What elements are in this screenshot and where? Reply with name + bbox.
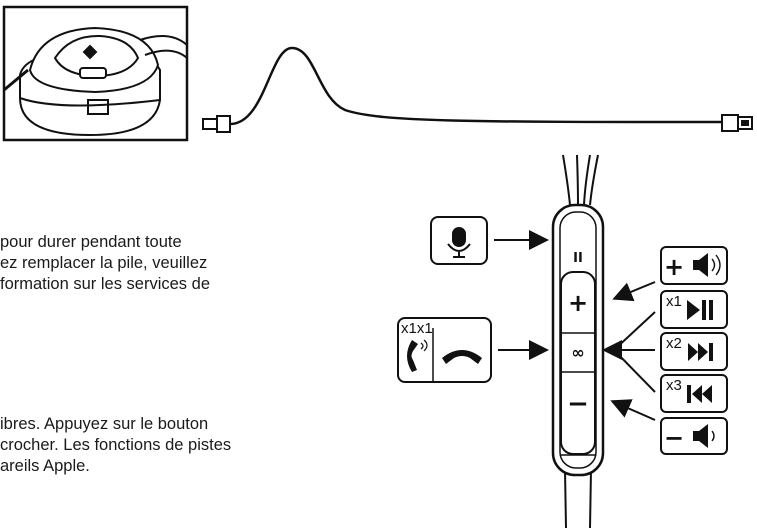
next-track-icon [688, 343, 713, 361]
remote-center-label: ∞ [571, 343, 584, 362]
play-pause-callout: x1 [660, 290, 728, 329]
remote-minus-label: − [567, 389, 589, 419]
call-count-label: x1x1 [401, 320, 433, 337]
remote-top-mark: II [573, 251, 583, 266]
previous-track-callout: x3 [660, 374, 728, 413]
inline-remote: II + ∞ − [551, 154, 605, 529]
paragraph-line: areils Apple. [0, 457, 90, 475]
paragraph-line: ez remplacer la pile, veuillez [0, 254, 208, 272]
volume-up-plus: + [664, 253, 684, 281]
speaker-icon [693, 424, 715, 448]
paragraph-battery: pour durer pendant toute ez remplacer la… [0, 232, 210, 295]
remote-buttons [560, 271, 596, 455]
next-track-callout: x2 [660, 332, 728, 371]
previous-track-count: x3 [666, 377, 682, 394]
phone-answer-icon [407, 339, 428, 372]
volume-down-callout: − [610, 399, 728, 455]
paragraph-line: crocher. Les fonctions de pistes [0, 436, 232, 454]
call-callout: x1x1 [397, 317, 549, 383]
cable-line [229, 46, 723, 126]
next-track-count: x2 [666, 335, 682, 352]
phone-hangup-icon [442, 350, 482, 364]
remote-plus-label: + [568, 289, 588, 317]
headphone-plug-icon [202, 115, 231, 133]
paragraph-line: ibres. Appuyez sur le bouton [0, 415, 209, 433]
microphone-callout [430, 216, 549, 265]
play-pause-icon [687, 300, 713, 320]
play-pause-count: x1 [666, 293, 682, 310]
microphone-icon [447, 227, 471, 258]
paragraph-line: pour durer pendant toute [0, 233, 182, 251]
volume-down-minus: − [664, 424, 684, 452]
usb-plug-icon [721, 114, 753, 132]
volume-up-callout: + [612, 246, 728, 302]
speaker-icon [693, 253, 721, 277]
headphone-inset [2, 5, 189, 142]
playback-pointer-lines [602, 311, 656, 393]
previous-track-icon [687, 385, 712, 403]
paragraph-remote: ibres. Appuyez sur le bouton crocher. Le… [0, 414, 231, 477]
headphone-icon [3, 26, 188, 137]
paragraph-line: formation sur les services de [0, 275, 210, 293]
cable [229, 46, 723, 126]
